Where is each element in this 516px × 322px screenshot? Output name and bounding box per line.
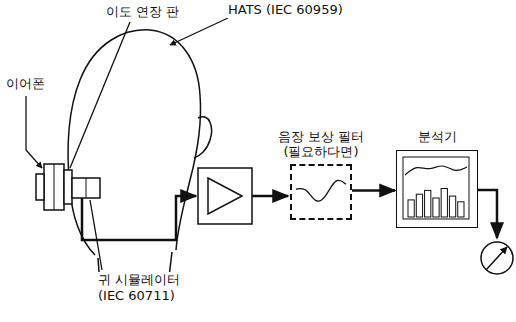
part-label: 귀 시뮬레이터 (IEC 60711) (96, 272, 208, 303)
leader-line (70, 22, 130, 168)
earphone-divider (54, 164, 55, 210)
node-heading: 음장 보상 필터 (필요하다면) (263, 129, 379, 160)
signal-wire (252, 195, 288, 198)
meter (481, 242, 513, 274)
head-outline (68, 30, 200, 255)
spectrum-display (397, 151, 475, 225)
amplifier-symbol (208, 178, 242, 214)
earphone (44, 164, 64, 210)
filter-box: 음장 보상 필터 (필요하다면) (290, 164, 352, 220)
part-label: HATS (IEC 60959) (226, 2, 345, 18)
ear-simulator (72, 178, 100, 198)
amplifier-box (198, 168, 252, 224)
filter-curve (292, 166, 350, 218)
ear-simulator-divider (86, 178, 87, 198)
ear-canal-plate (64, 170, 72, 204)
part-label: 이어폰 (4, 76, 47, 92)
signal-connector (352, 189, 395, 192)
node-heading: 분석기 (416, 129, 459, 145)
leader-line (90, 200, 102, 270)
leader-line (26, 150, 42, 168)
part-label: 이도 연장 판 (104, 4, 181, 20)
analyzer-box: 분석기 (396, 150, 478, 228)
meter-needle (486, 247, 507, 270)
leader-line (170, 18, 228, 45)
leader-line (25, 96, 26, 150)
signal-wire (478, 190, 497, 238)
signal-wire (82, 196, 196, 240)
right-ear (194, 117, 212, 158)
earphone-back (36, 174, 44, 200)
